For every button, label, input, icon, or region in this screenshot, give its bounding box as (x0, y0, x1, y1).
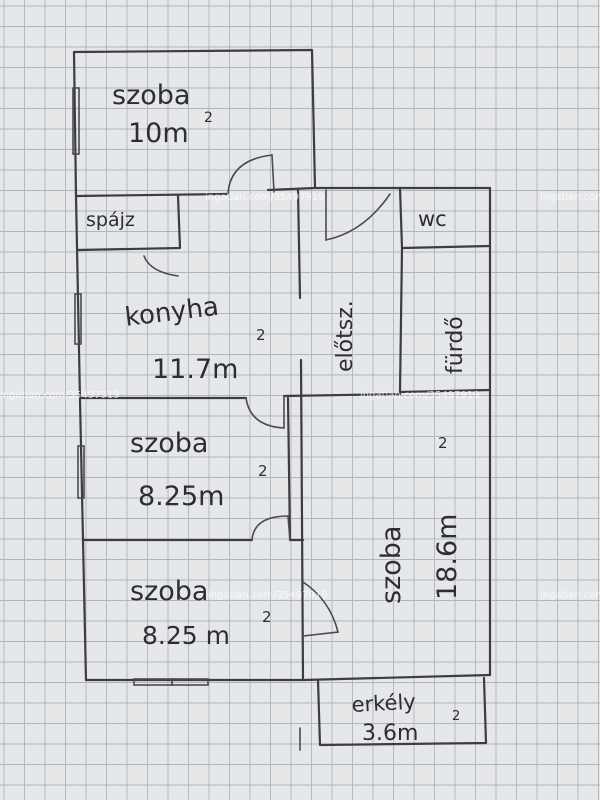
area-top-label: 10m (128, 118, 189, 149)
hall-label: előtsz. (333, 300, 358, 372)
room-top-label: szoba (112, 80, 190, 111)
door-kitchen-mid (245, 395, 285, 429)
room-mid-label: szoba (130, 428, 208, 459)
doors (143, 154, 391, 637)
room-labels: szoba 10m 2 spájz konyha 11.7m 2 előtsz.… (86, 80, 468, 746)
area-big-label: 18.6m (432, 514, 463, 600)
room-big-label: szoba (376, 526, 407, 604)
door-big-room (302, 581, 339, 637)
area-kitchen-sq: 2 (256, 326, 266, 344)
window-kitchen (74, 293, 82, 345)
pantry-walls (76, 194, 182, 252)
outer-left-wall (74, 194, 88, 682)
bath-label: fürdő (443, 316, 468, 374)
window-mid-room (77, 445, 85, 499)
kitchen-label: konyha (123, 292, 220, 333)
area-low-sq: 2 (262, 608, 272, 626)
windows (72, 87, 209, 686)
wc-label: wc (418, 207, 447, 231)
room-low-label: szoba (130, 576, 208, 607)
watermark-top-right: ingatlan.com (540, 192, 600, 203)
watermark-bottom-right: ingatlan.com (540, 590, 600, 601)
door-mid-low (251, 515, 291, 541)
watermarks: ingatlan.com/35497919 ingatlan.com ingat… (0, 192, 600, 601)
kitchen-bottom-wall (78, 392, 402, 400)
balcony-label: erkély (351, 690, 416, 717)
bath-walls (398, 246, 492, 394)
window-bottom-mid (171, 678, 209, 686)
area-balcony-sq: 2 (452, 709, 460, 724)
area-top-sq: 2 (204, 110, 213, 126)
hall-left-wall (299, 358, 305, 682)
area-mid-label: 8.25m (138, 481, 224, 512)
area-low-label: 8.25 m (142, 621, 230, 650)
watermark-left: ingatlan.com/35497919 (0, 390, 120, 401)
kitchen-right-wall (296, 188, 302, 300)
mid-room-right-wall (286, 396, 292, 542)
watermark-bottom: ingatlan.com/35497919 (208, 590, 328, 601)
watermark-top: ingatlan.com/35497919 (205, 192, 325, 203)
pantry-label: spájz (86, 209, 135, 231)
balcony-walls (316, 676, 488, 747)
window-top-room (72, 87, 80, 155)
area-mid-sq: 2 (258, 462, 268, 480)
top-room-bottom-wall (74, 186, 317, 198)
walls (72, 48, 492, 751)
door-entrance (325, 189, 391, 241)
door-pantry (143, 255, 179, 277)
door-top-room (227, 154, 275, 195)
area-big-sq: 2 (438, 434, 448, 452)
area-balcony-label: 3.6m (362, 721, 418, 746)
watermark-right: ingatlan.com/35497919 (360, 390, 480, 401)
area-kitchen-label: 11.7m (152, 354, 238, 385)
top-room-walls (72, 48, 317, 198)
